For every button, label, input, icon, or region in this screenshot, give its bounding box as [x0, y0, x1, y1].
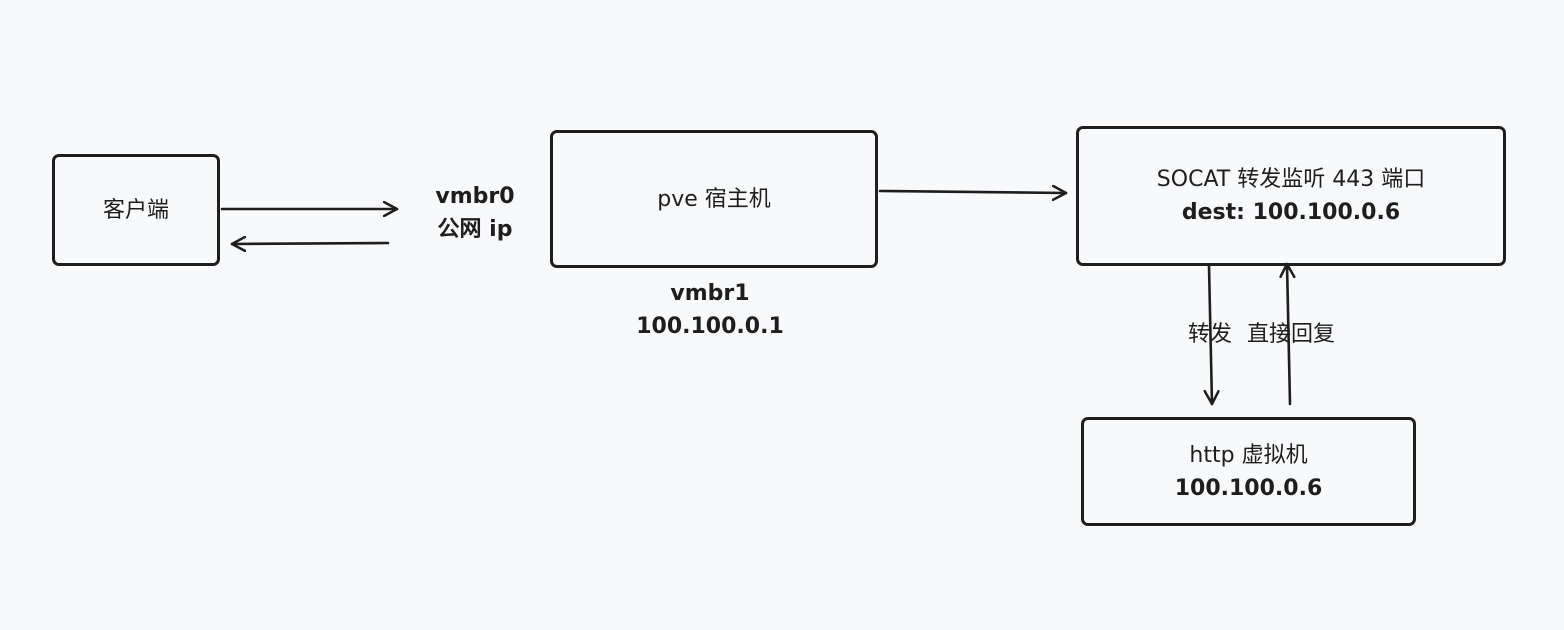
arrow-socat-to-http: [1209, 264, 1212, 406]
vmbr1-ip: 100.100.0.1: [636, 314, 784, 339]
socat-title: SOCAT 转发监听 443 端口: [1156, 167, 1426, 192]
vmbr1-label: vmbr1 100.100.0.1: [620, 277, 800, 343]
vmbr1-name: vmbr1: [670, 281, 750, 306]
arrow-http-to-socat: [1287, 262, 1290, 406]
vmbr0-name: vmbr0: [435, 184, 515, 209]
forward-label: 转发: [1187, 322, 1232, 347]
http-vm-box: http 虚拟机 100.100.0.6: [1081, 417, 1416, 526]
client-box: 客户端: [52, 154, 220, 266]
vmbr0-label: vmbr0 公网 ip: [405, 180, 545, 246]
http-vm-title: http 虚拟机: [1189, 442, 1308, 468]
direct-reply-label: 直接回复: [1246, 322, 1335, 347]
http-vm-ip: 100.100.0.6: [1174, 475, 1323, 501]
arrow-pve-to-socat: [878, 191, 1068, 193]
client-label: 客户端: [102, 197, 169, 223]
arrow-vmbr0-to-client: [230, 243, 390, 244]
vmbr0-public-ip: 公网 ip: [437, 217, 513, 242]
socat-dest: dest: 100.100.0.6: [1181, 200, 1401, 225]
pve-host-label: pve 宿主机: [657, 186, 771, 212]
pve-host-box: pve 宿主机: [550, 130, 878, 268]
socat-box: SOCAT 转发监听 443 端口 dest: 100.100.0.6: [1076, 126, 1506, 266]
